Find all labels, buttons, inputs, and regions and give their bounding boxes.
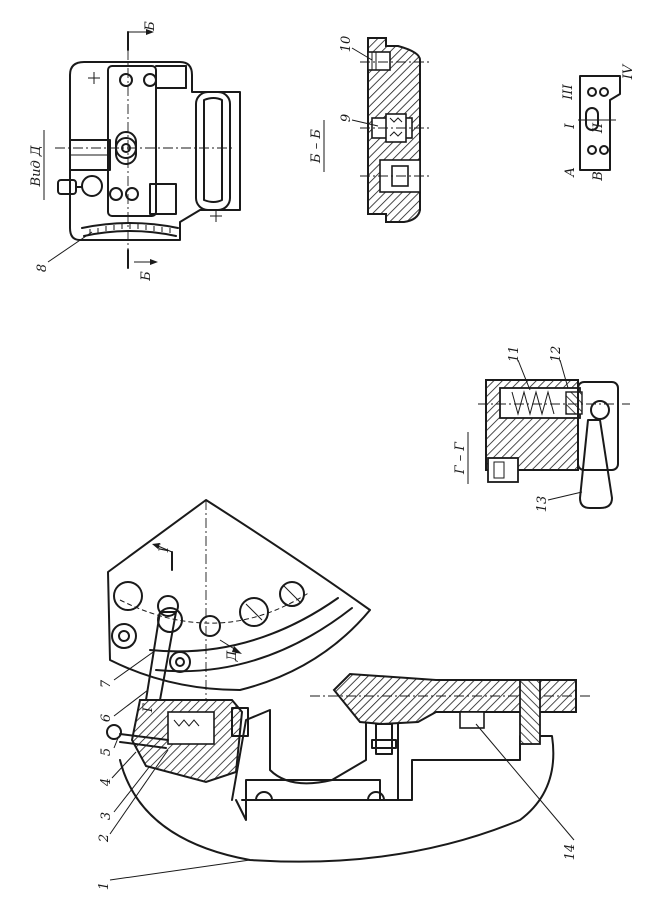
section-gg-title: Г – Г [453, 442, 468, 475]
part-number-14: 14 [563, 844, 578, 861]
section-bb-title: Б – Б [309, 129, 324, 164]
part-number-10: 10 [339, 36, 354, 53]
section-mark-b-bottom: Б [139, 271, 154, 282]
part-number-8: 8 [35, 264, 50, 272]
part-number-2: 2 [97, 834, 112, 843]
labels: Вид Д Б – Б Г – Г Б Б Г Г Д А I В II III… [29, 21, 636, 890]
section-mark-g: Г [157, 543, 172, 553]
part-number-11: 11 [507, 346, 522, 363]
view-d-title: Вид Д [29, 145, 44, 187]
legend-II: II [591, 122, 606, 134]
part-number-7: 7 [99, 679, 114, 688]
section-b-b [351, 37, 430, 223]
part-number-4: 4 [99, 778, 114, 787]
part-number-6: 6 [99, 714, 114, 722]
legend-B: В [591, 171, 606, 182]
part-number-9: 9 [339, 114, 354, 122]
section-mark-g-lower: Г [141, 703, 156, 713]
positions-legend [578, 75, 621, 171]
main-view [106, 499, 590, 881]
part-number-5: 5 [99, 748, 114, 756]
arrow-d-label: Д [225, 650, 240, 662]
section-g-g [478, 359, 630, 509]
legend-IV: IV [621, 63, 636, 80]
legend-III: III [561, 83, 576, 100]
legend-I: I [563, 123, 578, 130]
part-number-3: 3 [99, 812, 114, 820]
part-number-12: 12 [549, 346, 564, 363]
view-d [47, 29, 241, 269]
legend-A: А [563, 167, 578, 178]
part-number-1: 1 [97, 882, 112, 890]
section-mark-b-top: Б [143, 21, 158, 32]
part-number-13: 13 [535, 496, 550, 513]
